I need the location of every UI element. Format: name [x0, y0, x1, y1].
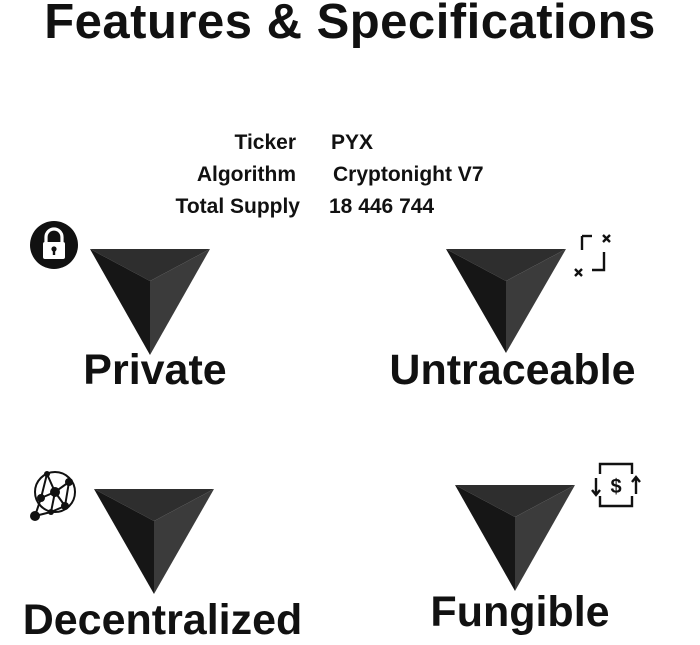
scatter-path-icon	[574, 234, 611, 277]
page-title: Features & Specifications	[44, 0, 656, 49]
feature-label-decentralized: Decentralized	[22, 596, 303, 644]
svg-text:$: $	[610, 476, 621, 498]
feature-label-private: Private	[83, 346, 227, 394]
spec-value: 18 446 744	[329, 195, 435, 218]
dollar-exchange-icon: $	[591, 462, 641, 508]
pyramid-icon	[90, 249, 210, 355]
pyramid-icon	[446, 249, 566, 353]
network-nodes-icon	[30, 471, 76, 521]
spec-value: PYX	[331, 131, 374, 154]
lock-icon	[30, 221, 78, 269]
feature-label-untraceable: Untraceable	[389, 346, 636, 394]
spec-label: Ticker	[234, 131, 297, 154]
pyramid-icon	[94, 489, 214, 594]
pyramid-icon	[455, 485, 575, 591]
spec-value: Cryptonight V7	[333, 163, 484, 186]
feature-label-fungible: Fungible	[430, 588, 610, 636]
spec-label: Total Supply	[175, 195, 300, 218]
spec-label: Algorithm	[196, 163, 296, 186]
